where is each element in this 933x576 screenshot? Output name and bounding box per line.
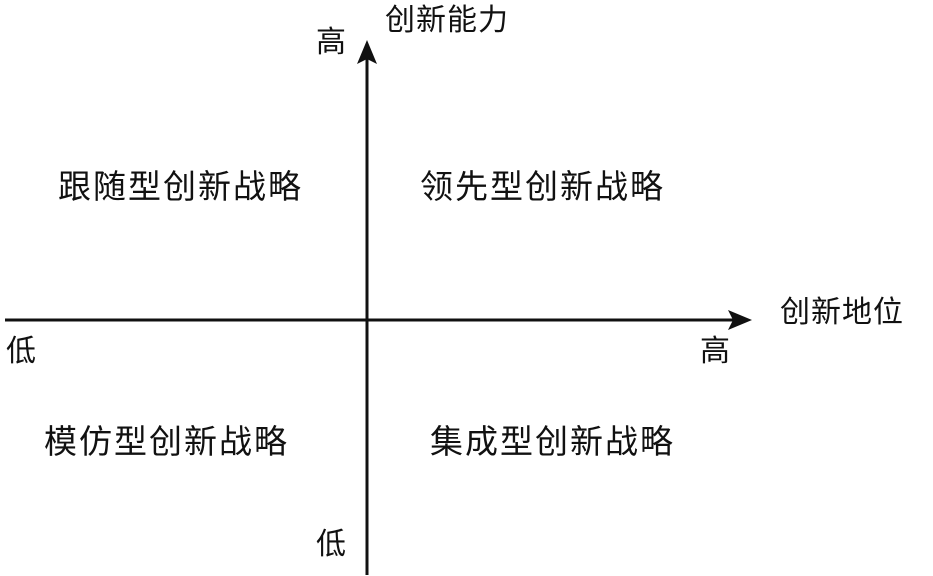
vertical-axis-arrow-icon xyxy=(357,40,377,64)
horizontal-axis-high-label: 高 xyxy=(700,334,731,369)
quadrant-top-right-label: 领先型创新战略 xyxy=(420,167,665,206)
horizontal-axis-arrow-icon xyxy=(728,310,752,330)
quadrant-top-left-label: 跟随型创新战略 xyxy=(58,167,303,206)
horizontal-axis-title: 创新地位 xyxy=(780,295,904,330)
quadrant-bottom-right-label: 集成型创新战略 xyxy=(430,422,675,461)
vertical-axis-high-label: 高 xyxy=(316,25,347,60)
quadrant-bottom-left-label: 模仿型创新战略 xyxy=(44,422,289,461)
horizontal-axis-low-label: 低 xyxy=(6,334,37,369)
vertical-axis-low-label: 低 xyxy=(316,527,347,562)
vertical-axis-title: 创新能力 xyxy=(385,3,509,38)
